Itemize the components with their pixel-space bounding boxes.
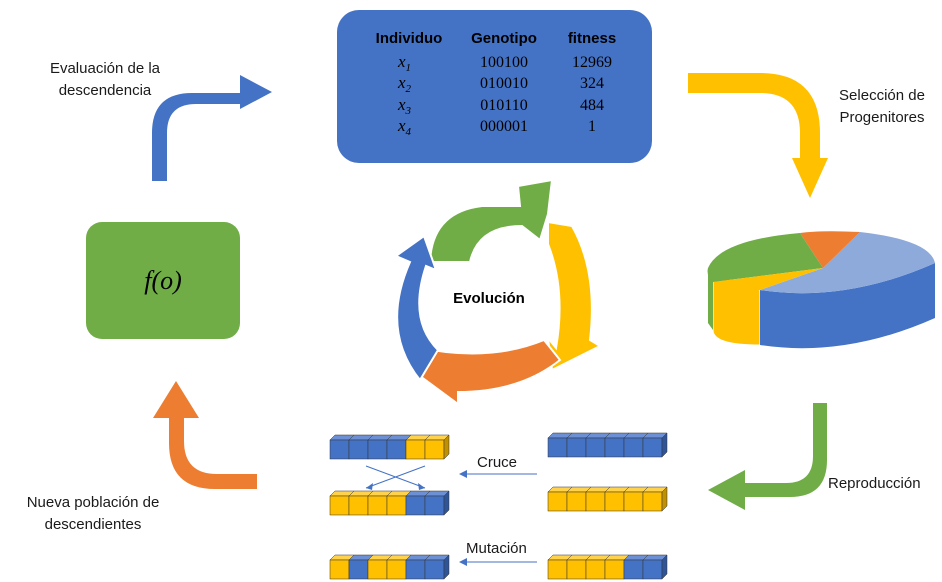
table-cell-genotipo: 100100 — [480, 54, 528, 71]
gene-side — [443, 434, 450, 460]
gene-cell — [386, 495, 407, 516]
gene-cell — [405, 439, 426, 460]
gene-cell — [405, 559, 426, 580]
gene-cell — [604, 437, 625, 458]
evaluation-label-line1: Evaluación de la — [49, 60, 161, 77]
cycle-arrow-yellow — [546, 220, 603, 372]
gene-cell — [367, 439, 388, 460]
reproduction-label: Reproducción — [828, 475, 921, 492]
evaluation-label: Evaluación de la descendencia — [30, 58, 180, 102]
mutacion-child — [329, 554, 450, 580]
gene-cell — [367, 495, 388, 516]
table-header-genotipo: Genotipo — [471, 30, 537, 47]
table-cell-genotipo: 000001 — [480, 118, 528, 135]
gene-cell — [547, 559, 568, 580]
cruce-line-2 — [365, 465, 426, 489]
table-cell-fitness: 484 — [580, 97, 604, 114]
gene-cell — [642, 491, 663, 512]
table-cell-fitness: 324 — [580, 75, 604, 92]
selection-arrow — [688, 73, 828, 198]
gene-cell — [348, 439, 369, 460]
selection-label: Selección de Progenitores — [826, 85, 938, 129]
cruce-parent-top — [547, 432, 668, 458]
cruce-parent-bottom — [547, 486, 668, 512]
selection-label-line2: Progenitores — [839, 109, 925, 126]
gene-cell — [566, 491, 587, 512]
gene-cell — [386, 439, 407, 460]
evaluation-arrow — [152, 75, 272, 181]
gene-cell — [348, 495, 369, 516]
gene-side — [661, 486, 668, 512]
table-cell-fitness: 12969 — [572, 54, 612, 71]
chromosomes — [329, 432, 668, 580]
fitness-function-box — [86, 222, 240, 339]
gene-cell — [348, 559, 369, 580]
fitness-function-label: f(o) — [144, 266, 182, 295]
gene-cell — [547, 491, 568, 512]
mutacion-parent — [547, 554, 668, 580]
evaluation-label-line2: descendencia — [58, 82, 152, 99]
gene-side — [661, 432, 668, 458]
table-header-individuo: Individuo — [376, 30, 443, 47]
gene-cell — [424, 495, 445, 516]
gene-cell — [566, 437, 587, 458]
evolution-cycle — [393, 178, 603, 406]
gene-cell — [623, 491, 644, 512]
gene-side — [443, 490, 450, 516]
mutacion-label: Mutación — [466, 540, 527, 557]
gene-cell — [585, 491, 606, 512]
gene-cell — [329, 495, 350, 516]
table-cell-genotipo: 010110 — [480, 97, 527, 114]
gene-cell — [585, 559, 606, 580]
new-population-label: Nueva población de descendientes — [8, 492, 178, 536]
cycle-arrow-orange — [418, 338, 562, 406]
selection-label-line1: Selección de — [839, 87, 925, 104]
gene-side — [661, 554, 668, 580]
gene-cell — [405, 495, 426, 516]
gene-side — [443, 554, 450, 580]
new-population-label-line1: Nueva población de — [26, 494, 160, 511]
gene-cell — [623, 437, 644, 458]
gene-cell — [386, 559, 407, 580]
cruce-child-bottom — [329, 490, 450, 516]
new-population-arrow — [153, 381, 257, 489]
table-cell-genotipo: 010010 — [480, 75, 528, 92]
gene-cell — [566, 559, 587, 580]
gene-cell — [329, 559, 350, 580]
gene-cell — [424, 559, 445, 580]
gene-cell — [604, 491, 625, 512]
gene-cell — [424, 439, 445, 460]
cruce-child-top — [329, 434, 450, 460]
gene-cell — [642, 559, 663, 580]
cycle-arrow-blue — [393, 234, 440, 382]
selection-pie-chart — [707, 231, 935, 349]
evolution-label: Evolución — [453, 290, 525, 307]
gene-cell — [585, 437, 606, 458]
reproduction-arrow — [708, 403, 827, 510]
gene-cell — [623, 559, 644, 580]
fitness-table-box — [337, 10, 652, 163]
gene-cell — [604, 559, 625, 580]
mutacion-arrow — [459, 558, 537, 566]
new-population-label-line2: descendientes — [44, 516, 142, 533]
gene-cell — [642, 437, 663, 458]
gene-cell — [367, 559, 388, 580]
cruce-arrow — [459, 470, 537, 478]
table-header-fitness: fitness — [568, 30, 616, 47]
gene-cell — [329, 439, 350, 460]
table-cell-fitness: 1 — [588, 118, 596, 135]
cruce-label: Cruce — [477, 454, 518, 471]
cycle-arrow-green — [428, 178, 554, 263]
gene-cell — [547, 437, 568, 458]
